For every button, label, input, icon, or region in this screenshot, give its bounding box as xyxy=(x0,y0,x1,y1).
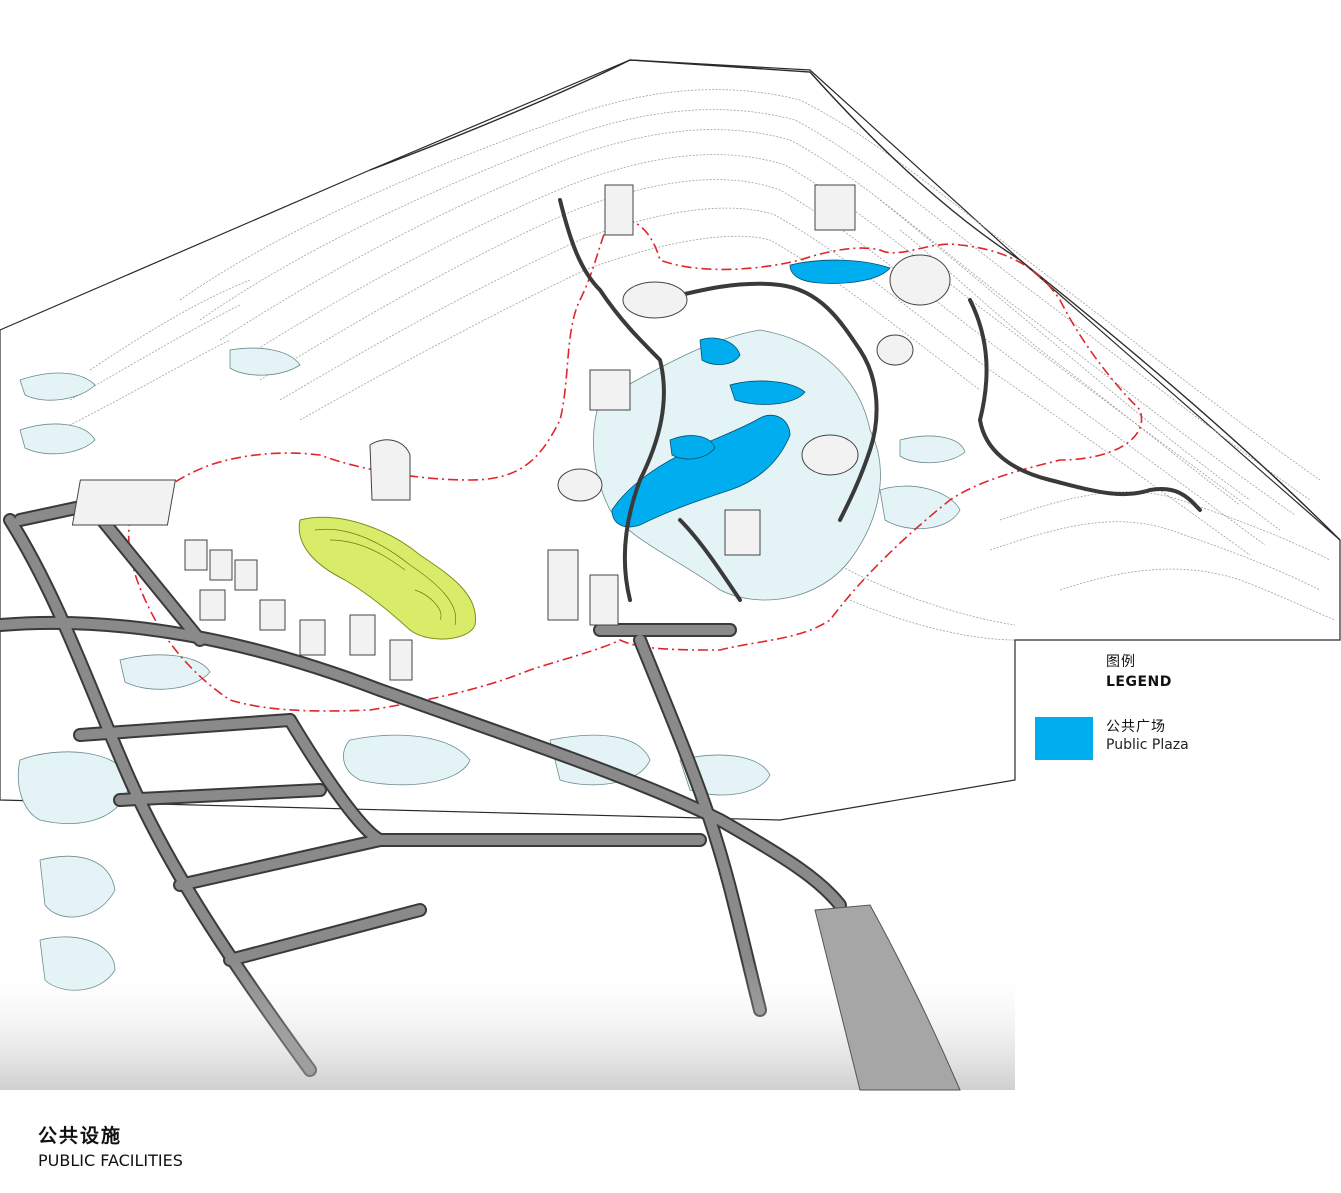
caption-title-cn: 公共设施 xyxy=(38,1125,123,1147)
contour-lines xyxy=(59,89,1336,641)
buildings xyxy=(71,184,951,681)
green-field xyxy=(298,516,477,640)
legend-label-public-plaza-cn: 公共广场 xyxy=(1106,719,1166,735)
legend-label-public-plaza-en: Public Plaza xyxy=(1106,737,1189,753)
caption-title-en: PUBLIC FACILITIES xyxy=(38,1151,183,1170)
legend-title-cn: 图例 xyxy=(1106,654,1136,670)
project-boundary xyxy=(127,218,1143,712)
tunnel-portal xyxy=(814,904,961,1091)
ridge-line xyxy=(369,59,1341,541)
public-plaza-areas xyxy=(611,259,891,528)
legend-swatch-public-plaza xyxy=(1035,717,1093,760)
green-field-contours xyxy=(314,528,457,626)
legend-title-en: LEGEND xyxy=(1106,674,1172,690)
